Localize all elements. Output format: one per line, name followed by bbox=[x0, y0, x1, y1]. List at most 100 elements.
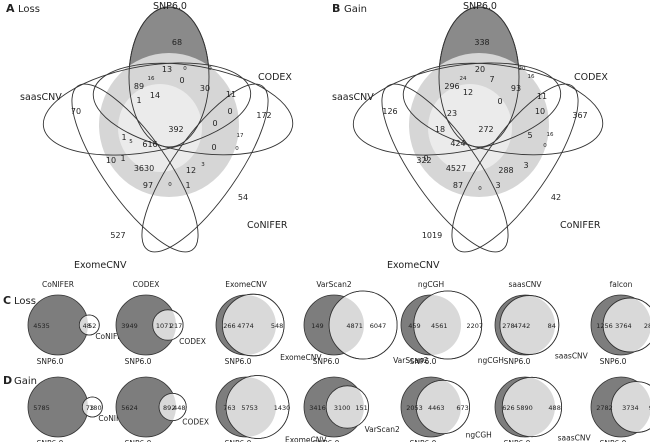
overlap-region bbox=[603, 298, 650, 352]
region-count: 1 bbox=[136, 96, 141, 105]
overlap-region bbox=[222, 295, 276, 355]
region-count: 0 bbox=[227, 107, 232, 116]
region-counts-a: 68 172 54 527 70 392 13 0 0 0 30 89 16 1… bbox=[71, 38, 272, 240]
method-label: CODEX bbox=[182, 418, 209, 427]
set-label-snp6: SNP6.0 bbox=[463, 1, 497, 12]
region-count: 89 bbox=[134, 82, 144, 91]
reference-name: SNP6.0 bbox=[37, 357, 64, 366]
panel-b-gain-venn: B Gain SNP6.0 CODEX CoNIFER ExomeCNV saa… bbox=[332, 1, 608, 271]
region-count: 126 bbox=[382, 107, 397, 116]
method-outline bbox=[81, 396, 103, 418]
panel-a-letter: A bbox=[6, 2, 15, 15]
region-count: 5 bbox=[527, 131, 532, 140]
region-count: 0 bbox=[497, 97, 502, 106]
count-reference-only: 278 bbox=[502, 322, 514, 330]
method-outline bbox=[413, 290, 483, 360]
region-count: 172 bbox=[256, 111, 271, 120]
region-count: 87 bbox=[453, 181, 463, 190]
region-count: 0 bbox=[423, 154, 428, 163]
overlap-region bbox=[79, 315, 88, 335]
method-outline bbox=[78, 314, 100, 336]
method-label: CODEX bbox=[179, 337, 206, 346]
region-count: 1 bbox=[120, 154, 125, 163]
region-count: 16 bbox=[148, 76, 155, 82]
overlap-region bbox=[326, 385, 364, 429]
count-reference-only: 2782 bbox=[596, 404, 613, 412]
region-count: 97 bbox=[143, 181, 153, 190]
method-outline bbox=[501, 376, 563, 438]
region-count: 16 bbox=[547, 132, 554, 138]
method-label: CoNIFER bbox=[95, 332, 127, 341]
region-count: 42 bbox=[551, 193, 561, 202]
count-overlap: 48 bbox=[83, 322, 91, 330]
method-name: ngCGH bbox=[418, 280, 444, 289]
set-label-snp6: SNP6.0 bbox=[153, 1, 187, 12]
overlap-region bbox=[159, 393, 176, 421]
region-count: 3 bbox=[201, 162, 205, 168]
count-reference-only: 459 bbox=[408, 322, 420, 330]
region-count: 30 bbox=[200, 84, 210, 93]
reference-name: SNP6.0 bbox=[37, 439, 64, 442]
count-overlap: 4742 bbox=[514, 322, 531, 330]
region-count: 0 bbox=[212, 119, 217, 128]
region-count: 68 bbox=[172, 38, 182, 47]
count-method-only: 1430 bbox=[274, 404, 291, 412]
method-label: ExomeCNV bbox=[285, 435, 327, 442]
count-reference-only: 266 bbox=[223, 322, 235, 330]
set-ellipse-conifer bbox=[141, 83, 269, 253]
region-count: 0 bbox=[179, 76, 184, 85]
count-overlap: 5890 bbox=[516, 404, 533, 412]
method-name: ExomeCNV bbox=[225, 280, 267, 289]
region-count: 20 bbox=[475, 65, 485, 74]
count-overlap: 892 bbox=[163, 404, 175, 412]
region-count: 20 bbox=[519, 66, 526, 72]
region-count: 14 bbox=[150, 91, 160, 100]
region-count: 288 bbox=[498, 166, 513, 175]
region-count: 272 bbox=[478, 125, 493, 134]
panel-d-pairwise-vennes: 578573180SNP6.0CoNIFER5624892448SNP6.0CO… bbox=[27, 375, 650, 442]
overlap-region bbox=[82, 397, 88, 417]
region-count: 3 bbox=[523, 161, 528, 170]
count-overlap: 1071 bbox=[156, 322, 173, 330]
region-count: 296 bbox=[444, 82, 459, 91]
reference-name: SNP6.0 bbox=[313, 357, 340, 366]
region-count: 424 bbox=[450, 139, 465, 148]
method-outline bbox=[325, 385, 369, 429]
set-ellipse-conifer bbox=[451, 83, 579, 253]
count-method-only: 288 bbox=[644, 322, 650, 330]
set-label-exomecnv: ExomeCNV bbox=[74, 260, 127, 271]
count-overlap: 3100 bbox=[334, 404, 351, 412]
count-method-only: 217 bbox=[170, 322, 182, 330]
count-reference-only: 3416 bbox=[309, 404, 326, 412]
set-ellipse-codex bbox=[402, 62, 604, 156]
count-overlap: 3764 bbox=[615, 322, 632, 330]
region-counts-b: 338 367 42 1019 126 272 20 7 20 16 93 29… bbox=[382, 38, 587, 240]
reference-name: SNP6.0 bbox=[504, 439, 531, 442]
count-reference-only: 4535 bbox=[33, 322, 50, 330]
count-method-only: 548 bbox=[271, 322, 283, 330]
method-outline bbox=[225, 375, 290, 439]
count-reference-only: 626 bbox=[502, 404, 514, 412]
set-label-codex: CODEX bbox=[258, 72, 292, 83]
core-shading bbox=[118, 84, 202, 172]
region-count: 3 bbox=[495, 181, 500, 190]
reference-name: SNP6.0 bbox=[600, 439, 627, 442]
method-label: VarScan2 bbox=[365, 425, 400, 434]
set-label-saascnv: saasCNV bbox=[332, 92, 374, 103]
count-method-only: 488 bbox=[548, 404, 560, 412]
count-overlap: 4463 bbox=[428, 404, 445, 412]
set-ellipse-saascnv bbox=[352, 62, 562, 156]
overlap-region bbox=[416, 380, 461, 434]
region-count: 11 bbox=[226, 90, 236, 99]
region-count: 367 bbox=[572, 111, 587, 120]
region-count: 12 bbox=[186, 166, 196, 175]
count-overlap: 4774 bbox=[237, 322, 254, 330]
region-count: 93 bbox=[511, 84, 521, 93]
method-label: saasCNV bbox=[558, 434, 592, 442]
